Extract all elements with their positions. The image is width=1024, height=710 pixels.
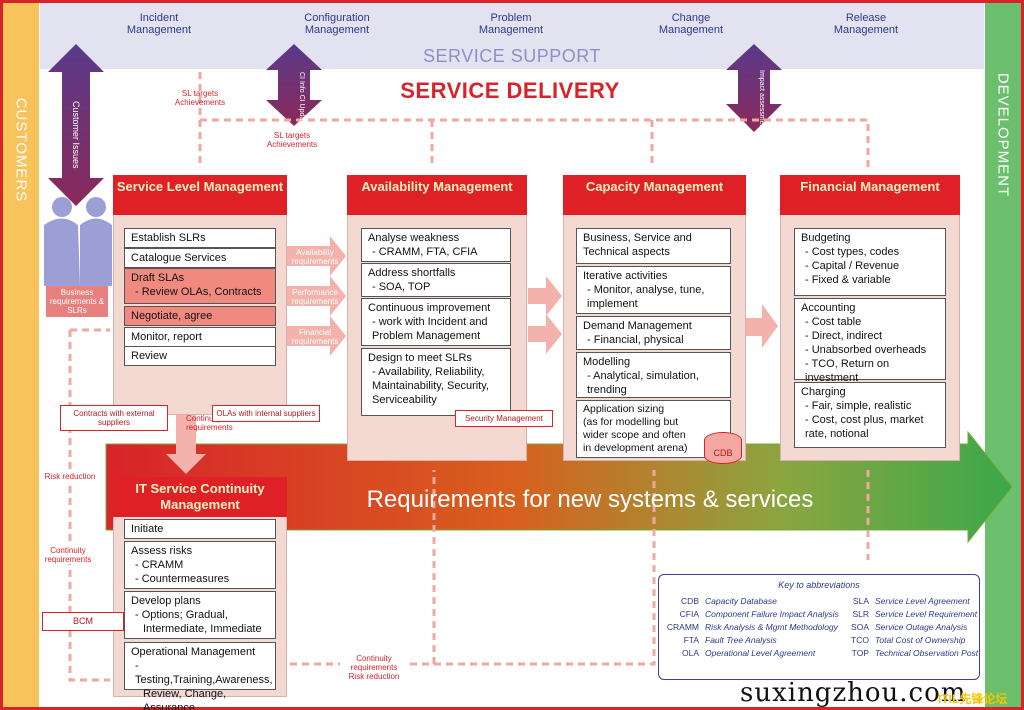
capacity-item: Business, Service and Technical aspects bbox=[576, 228, 731, 264]
slm-item: Review bbox=[124, 346, 276, 366]
customers-bar bbox=[3, 3, 39, 707]
requirements-label: Requirements for new systems & services bbox=[366, 486, 814, 513]
impact-arrow bbox=[726, 44, 782, 132]
financial-requirements-note: Financial requirements bbox=[291, 328, 339, 346]
slm-item: Negotiate, agree bbox=[124, 306, 276, 326]
capacity-item: Demand Management- Financial, physical bbox=[576, 316, 731, 350]
capacity-item: Application sizing(as for modelling but … bbox=[576, 400, 731, 458]
avail-item: Address shortfalls- SOA, TOP bbox=[361, 263, 511, 297]
itscm-item: Develop plans- Options; Gradual,Intermed… bbox=[124, 591, 276, 639]
ci-info-label: CI Info CI Updates bbox=[298, 72, 305, 130]
capacity-item: Modelling- Analytical, simulation, trend… bbox=[576, 352, 731, 398]
financial-header: Financial Management bbox=[780, 175, 960, 215]
avail-item: Continuous improvement- work with Incide… bbox=[361, 298, 511, 346]
business-requirements-note: Business requirements & SLRs bbox=[46, 286, 108, 317]
itscm-item: Operational Management- Testing,Training… bbox=[124, 642, 276, 710]
financial-item: Accounting- Cost table- Direct, indirect… bbox=[794, 298, 946, 384]
slm-item: Catalogue Services bbox=[124, 248, 276, 268]
slm-item-draft: Draft SLAs- Review OLAs, Contracts bbox=[124, 268, 276, 304]
service-delivery-title: SERVICE DELIVERY bbox=[400, 78, 620, 103]
customer-people-icon bbox=[44, 197, 112, 286]
availability-header: Availability Management bbox=[347, 175, 527, 215]
capacity-header: Capacity Management bbox=[563, 175, 746, 215]
slm-item: Monitor, report bbox=[124, 327, 276, 347]
financial-item: Budgeting- Cost types, codes- Capital / … bbox=[794, 228, 946, 296]
security-tag: Security Management bbox=[455, 410, 553, 427]
slm-item: Establish SLRs bbox=[124, 228, 276, 248]
service-support-title: SERVICE SUPPORT bbox=[423, 46, 601, 66]
development-bar bbox=[985, 3, 1021, 707]
avail-item: Design to meet SLRs- Availability, Relia… bbox=[361, 348, 511, 416]
capacity-item: Iterative activities- Monitor, analyse, … bbox=[576, 266, 731, 314]
performance-requirements-note: Performance requirements bbox=[291, 288, 339, 306]
slm-header: Service Level Management bbox=[113, 175, 287, 215]
cdb-icon: CDB bbox=[704, 432, 742, 464]
service-support-band bbox=[40, 3, 984, 69]
customer-issues-label: Customer Issues bbox=[71, 101, 81, 169]
impact-label: Impact assessment RFCs bbox=[758, 70, 765, 151]
itscm-header: IT Service Continuity Management bbox=[113, 477, 287, 517]
olas-tag: OLAs with internal suppliers bbox=[212, 405, 320, 422]
avail-item: Analyse weakness- CRAMM, FTA, CFIA bbox=[361, 228, 511, 262]
itscm-item: Assess risks- CRAMM- Countermeasures bbox=[124, 541, 276, 589]
continuity-requirements-note: Continuity requirements bbox=[186, 414, 233, 432]
availability-requirements-note: Availability requirements bbox=[291, 248, 339, 266]
continuity-requirements-left-note: Continuity requirements bbox=[40, 546, 96, 564]
customer-issues-arrow bbox=[48, 44, 104, 206]
bcm-tag: BCM bbox=[42, 612, 124, 631]
itscm-item: Initiate bbox=[124, 519, 276, 539]
watermark: suxingzhou.com bbox=[740, 678, 967, 708]
watermark-forum: ITIL先锋论坛 bbox=[938, 692, 1008, 706]
risk-reduction-note: Risk reduction bbox=[44, 472, 96, 481]
key-title: Key to abbreviations bbox=[778, 580, 860, 590]
ci-info-arrow bbox=[266, 44, 322, 126]
contracts-tag: Contracts with external suppliers bbox=[60, 405, 168, 431]
financial-item: Charging- Fair, simple, realistic- Cost,… bbox=[794, 382, 946, 448]
